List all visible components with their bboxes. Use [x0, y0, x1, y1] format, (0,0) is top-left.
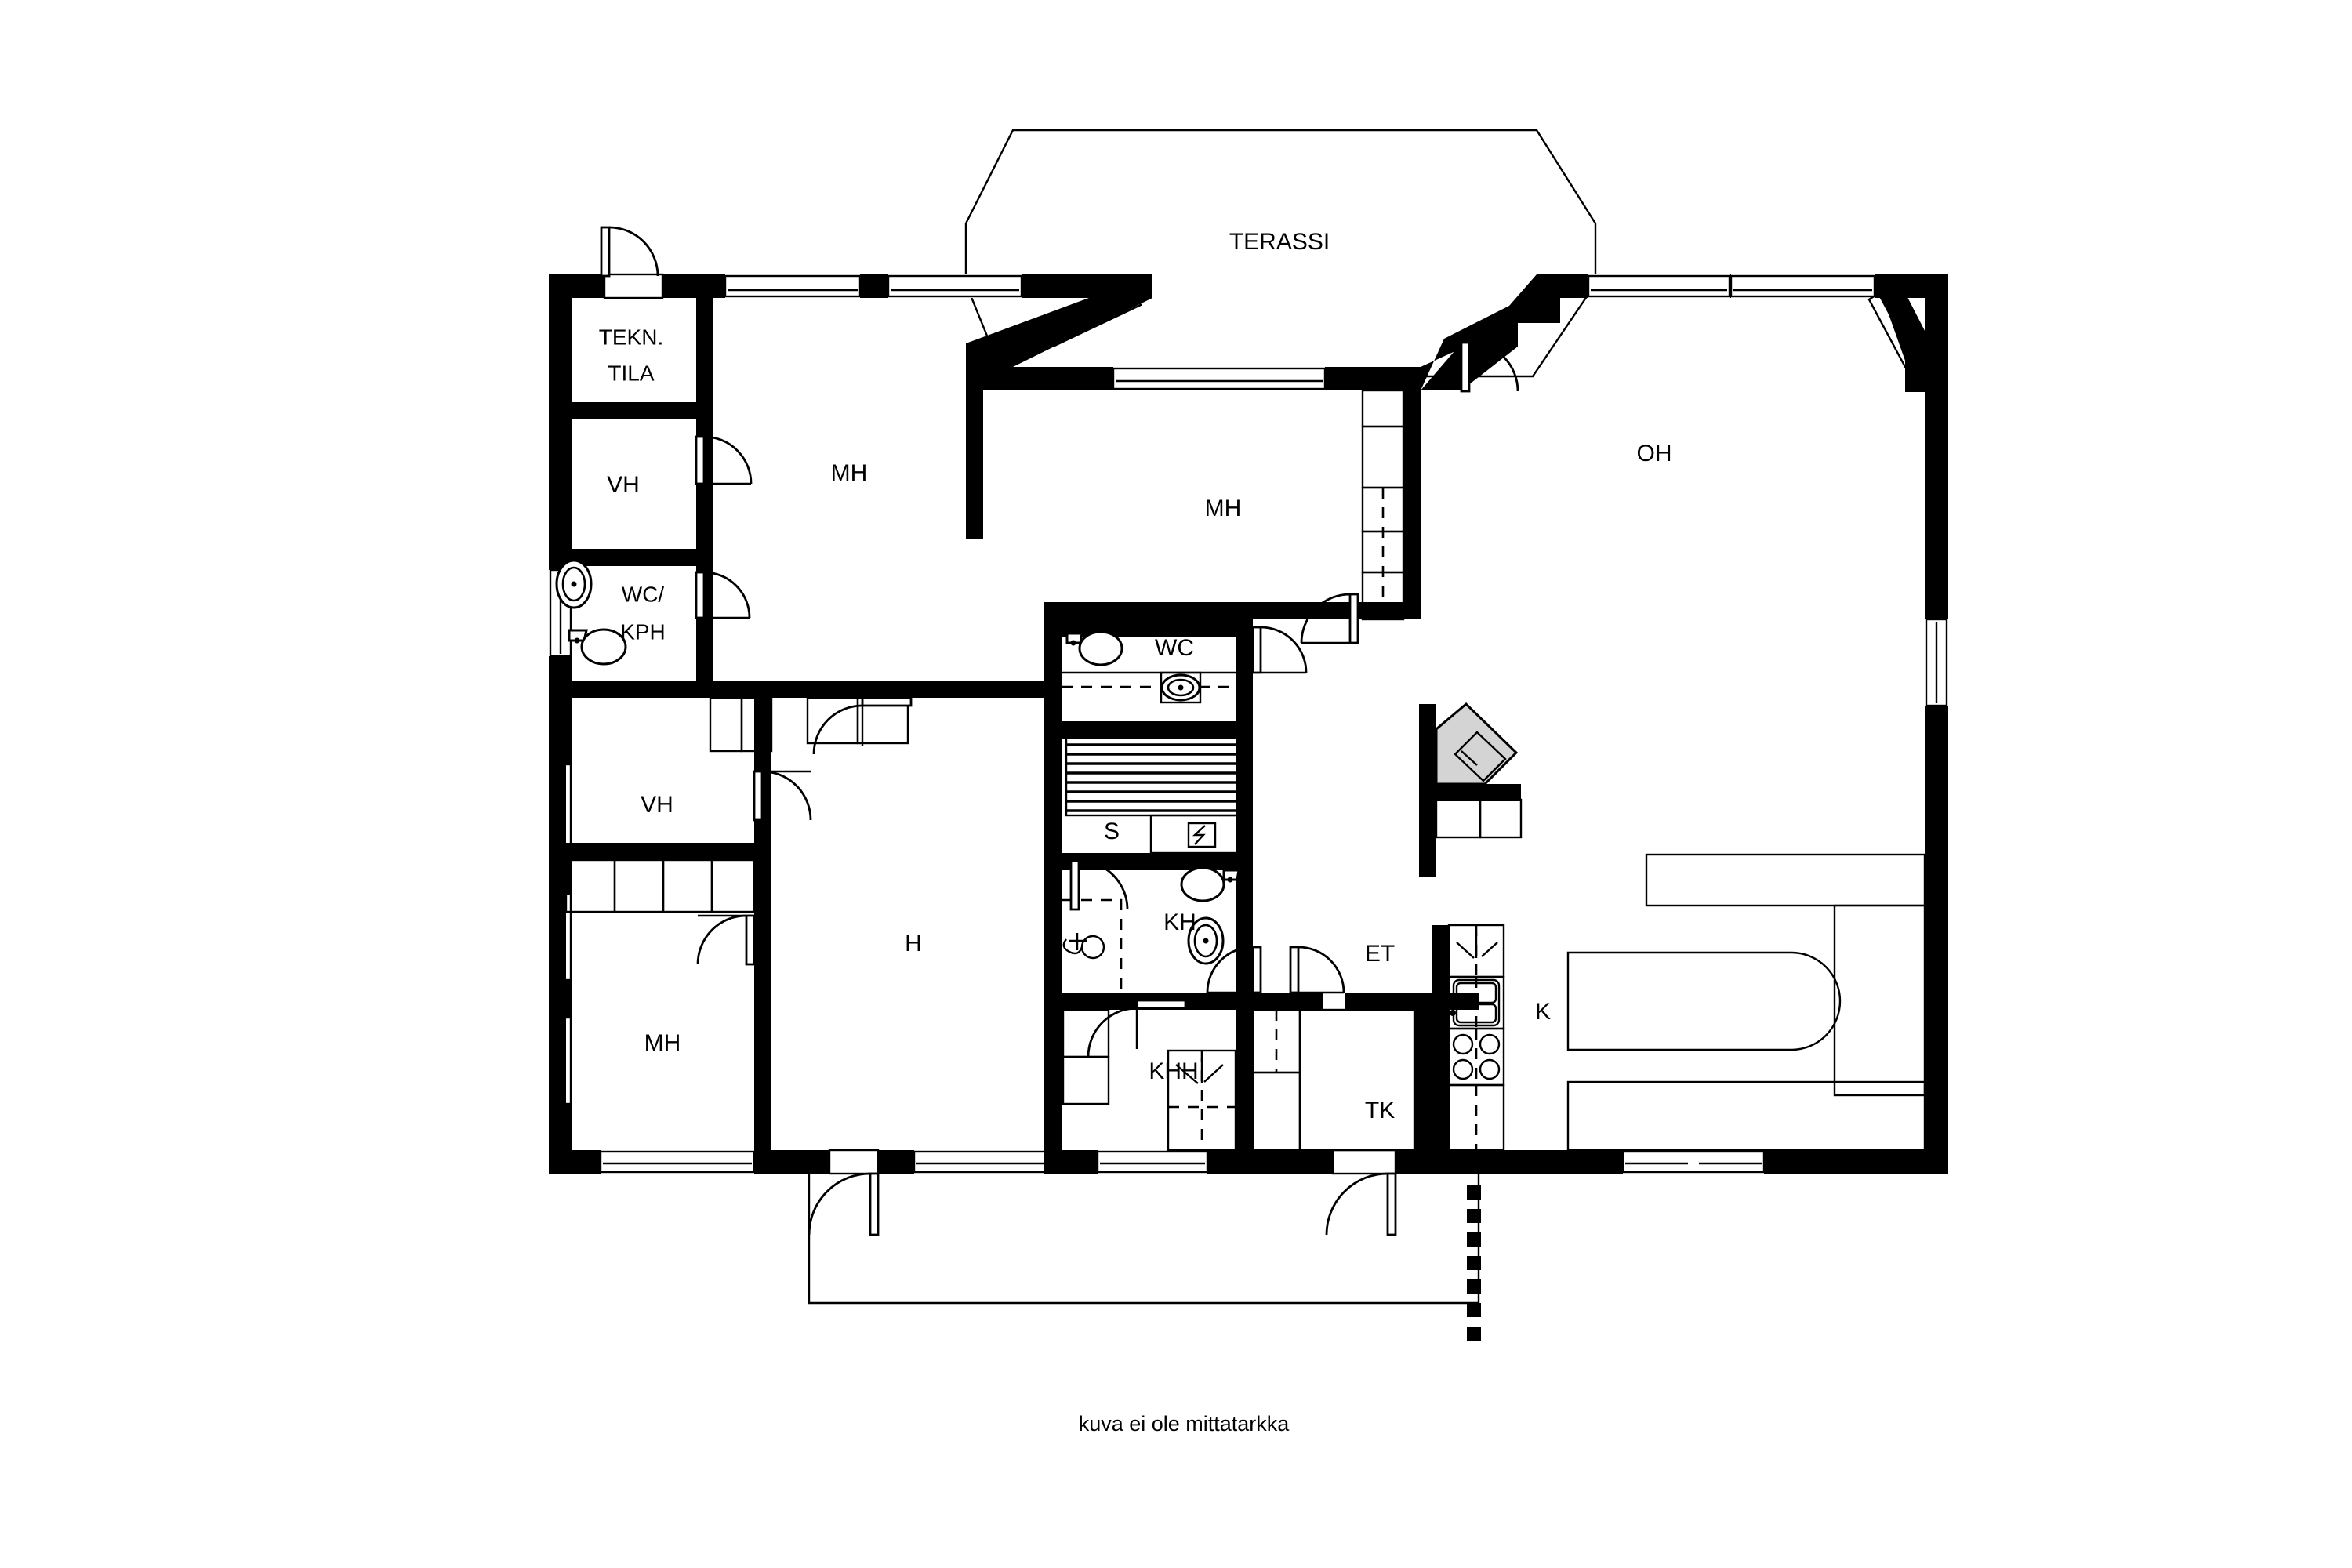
deck-dotted-edge — [1467, 1185, 1481, 1341]
living-room-furniture — [1566, 853, 1926, 1152]
room-label-tekn-tila-line1: TEKN. — [599, 325, 663, 349]
kh-fixtures — [1062, 866, 1240, 989]
room-label-terassi: TERASSI — [1229, 229, 1330, 255]
room-label-wc: WC — [1155, 635, 1194, 661]
room-label-mh-top-left: MH — [831, 460, 868, 486]
room-label-wc-kph-line1: WC/ — [622, 582, 665, 606]
wc-kph-fixtures — [555, 559, 627, 666]
doors — [600, 226, 1519, 1236]
room-label-mh-top-mid: MH — [1205, 495, 1242, 521]
sauna-benches — [1065, 728, 1250, 817]
room-label-wc-kph-line2: KPH — [620, 619, 666, 644]
fireplace — [1435, 702, 1519, 786]
room-label-et: ET — [1365, 941, 1395, 967]
lower-deck-outline — [808, 1174, 1481, 1341]
room-label-k: K — [1535, 999, 1551, 1025]
room-label-tk: TK — [1365, 1098, 1395, 1123]
room-label-sauna: S — [1104, 818, 1120, 844]
room-label-mh-bottom: MH — [644, 1030, 681, 1056]
wc-fixtures — [1062, 630, 1236, 704]
room-label-vh-top: VH — [607, 472, 640, 498]
room-labels: TERASSI TEKN. TILA VH WC/ KPH MH MH OH W… — [599, 229, 1672, 1123]
interior-walls — [549, 298, 1521, 1174]
room-label-kh: KH — [1163, 909, 1196, 935]
disclaimer-caption: kuva ei ole mittatarkka — [1079, 1412, 1290, 1436]
room-label-h: H — [905, 931, 922, 956]
room-label-tekn-tila-line2: TILA — [608, 361, 654, 385]
room-label-oh: OH — [1637, 441, 1672, 466]
room-label-vh-bottom: VH — [641, 792, 673, 818]
kitchen-fixtures — [1447, 924, 1505, 1152]
room-label-khh: KHH — [1149, 1058, 1198, 1084]
sauna-heater — [1149, 814, 1248, 855]
